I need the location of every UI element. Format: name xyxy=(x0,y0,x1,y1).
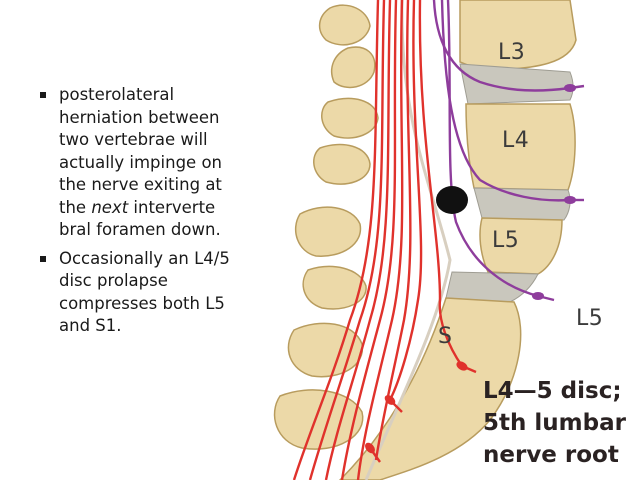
cauda-equina-nerves xyxy=(292,0,463,481)
label-l5: L5 xyxy=(492,228,520,253)
caption-line: L4—5 disc; xyxy=(483,378,622,404)
spine-drawing xyxy=(273,0,585,481)
label-sacrum: S xyxy=(438,324,453,349)
bullet-text: posterolateral herniation between two ve… xyxy=(59,85,222,239)
figure-caption: L4—5 disc; 5th lumbar nerve root xyxy=(483,375,640,471)
disc-l4-l5 xyxy=(473,187,571,221)
caption-line: 5th lumbar xyxy=(483,410,626,436)
label-l5-nerve-root: L5 xyxy=(576,306,604,331)
disc-l3-l4 xyxy=(459,63,574,105)
bullet-text: Occasionally an L4/5 disc prolapse compr… xyxy=(59,248,230,336)
disc-l5-s1 xyxy=(445,271,539,303)
square-bullet-icon xyxy=(40,92,46,98)
posterior-processes xyxy=(273,4,379,450)
bullet-item: Occasionally an L4/5 disc prolapse compr… xyxy=(40,248,250,338)
bullet-item: posterolateral herniation between two ve… xyxy=(40,84,250,242)
disc-herniation xyxy=(436,186,468,214)
square-bullet-icon xyxy=(40,255,46,262)
lumbar-spine-illustration: L3 L4 L5 S L5 xyxy=(270,0,640,481)
caption-line: nerve root xyxy=(483,442,619,468)
label-l4: L4 xyxy=(502,128,530,153)
label-l3: L3 xyxy=(498,40,526,65)
bullet-list: posterolateral herniation between two ve… xyxy=(40,84,250,344)
